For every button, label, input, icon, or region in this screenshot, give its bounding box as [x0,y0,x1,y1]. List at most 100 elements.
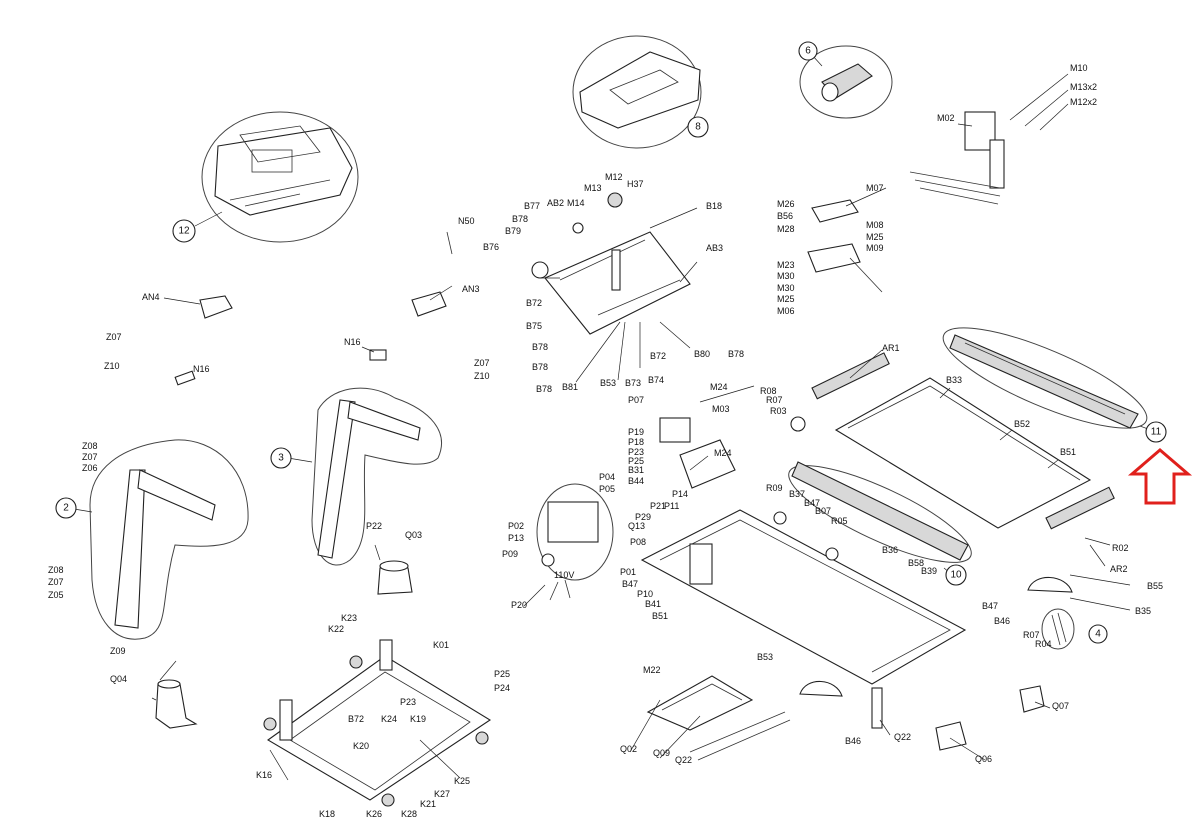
part-label-B47-a: B47 [622,579,638,589]
part-label-AN3: AN3 [462,284,480,294]
part-label-M30-b: M30 [777,283,795,293]
part-label-M10: M10 [1070,63,1088,73]
part-label-M24-a: M24 [710,382,728,392]
part-label-B41: B41 [645,599,661,609]
motor-cover-bubble: 8 [572,35,709,149]
part-label-M06: M06 [777,306,795,316]
part-label-M25-b: M25 [777,294,795,304]
part-label-AB3: AB3 [706,243,723,253]
part-label-B56: B56 [777,211,793,221]
part-label-P25-a: P25 [494,669,510,679]
part-label-M12x2: M12x2 [1070,97,1097,107]
part-label-M30: M30 [777,271,795,281]
motor-bubble: 6 [798,41,893,119]
part-label-Q07: Q07 [1052,701,1069,711]
part-label-B51-b: B51 [652,611,668,621]
part-label-Z10-b: Z10 [474,371,490,381]
part-label-AR2: AR2 [1110,564,1128,574]
part-label-R09: R09 [766,483,783,493]
main-frame-drawing [640,509,967,685]
part-label-M28: M28 [777,224,795,234]
part-label-H37: H37 [627,179,644,189]
part-label-M07: M07 [866,183,884,193]
part-label-B52: B52 [1014,419,1030,429]
part-label-R03: R03 [770,406,787,416]
part-label-M26: M26 [777,199,795,209]
part-label-AB2: AB2 [547,198,564,208]
part-label-110V: 110V [554,570,574,580]
upright-base-drawings [155,560,413,729]
part-label-K28: K28 [401,809,417,819]
callout-6: 6 [805,46,811,57]
part-label-Q13: Q13 [628,521,645,531]
part-label-K24: K24 [381,714,397,724]
part-label-M22: M22 [643,665,661,675]
part-label-Q22-b: Q22 [894,732,911,742]
part-label-P11: P11 [664,501,679,511]
part-label-B51: B51 [1060,447,1076,457]
part-label-M03: M03 [712,404,730,414]
part-label-N50: N50 [458,216,475,226]
part-label-Z07-b: Z07 [474,358,490,368]
part-label-R07: R07 [766,395,783,405]
part-label-B73: B73 [625,378,641,388]
part-label-AR1: AR1 [882,343,900,353]
part-label-B47-c: B47 [982,601,998,611]
drive-motor-drawing [909,111,1005,205]
callout-11: 11 [1151,427,1162,438]
part-label-M24-b: M24 [714,448,732,458]
part-label-B77: B77 [524,201,540,211]
part-label-P10: P10 [637,589,653,599]
part-label-Z05: Z05 [48,590,64,600]
part-label-Z08-b: Z08 [48,565,64,575]
part-label-R02: R02 [1112,543,1129,553]
part-label-B55: B55 [1147,581,1163,591]
part-label-K20: K20 [353,741,369,751]
part-label-B72-c: B72 [348,714,364,724]
red-outline-up-arrow-icon [1127,448,1193,505]
part-label-B46-b: B46 [845,736,861,746]
part-label-K23: K23 [341,613,357,623]
part-label-B37: B37 [789,489,805,499]
part-label-B53-b: B53 [757,652,773,662]
part-label-K26: K26 [366,809,382,819]
part-label-AN4: AN4 [142,292,160,302]
part-label-P08: P08 [630,537,646,547]
callout-8: 8 [695,122,701,133]
console-assembly-bubble: 12 [172,111,359,243]
callout-12: 12 [178,226,190,237]
callout-4: 4 [1095,629,1101,640]
part-label-B46-a: B46 [994,616,1010,626]
handle-parts-drawing [174,231,453,386]
part-label-P25-b: P25 [628,456,644,466]
base-frame-drawing [263,639,492,807]
part-label-P13: P13 [508,533,524,543]
part-label-K01: K01 [433,640,449,650]
part-label-Z10-a: Z10 [104,361,120,371]
left-upright-bubble: 2 [55,439,249,640]
part-label-K19: K19 [410,714,426,724]
part-label-B78-d: B78 [728,349,744,359]
part-label-K18: K18 [319,809,335,819]
part-label-B35: B35 [1135,606,1151,616]
left-side-rail-bubble: 10 [788,461,972,586]
part-label-P24: P24 [494,683,510,693]
part-label-Z09: Z09 [110,646,126,656]
part-label-K22: K22 [328,624,344,634]
part-label-Z07-d: Z07 [48,577,64,587]
part-label-B36: B36 [882,545,898,555]
part-label-B72-b: B72 [650,351,666,361]
part-label-P18: P18 [628,437,644,447]
part-label-P09: P09 [502,549,518,559]
part-label-B80: B80 [694,349,710,359]
part-label-B53-a: B53 [600,378,616,388]
part-label-K21: K21 [420,799,436,809]
part-label-P20: P20 [511,600,527,610]
part-label-Q02: Q02 [620,744,637,754]
part-label-Z08-a: Z08 [82,441,98,451]
part-label-B33: B33 [946,375,962,385]
part-label-P23-b: P23 [628,447,644,457]
callout-10: 10 [950,570,962,581]
covers-drawing [646,576,1073,761]
